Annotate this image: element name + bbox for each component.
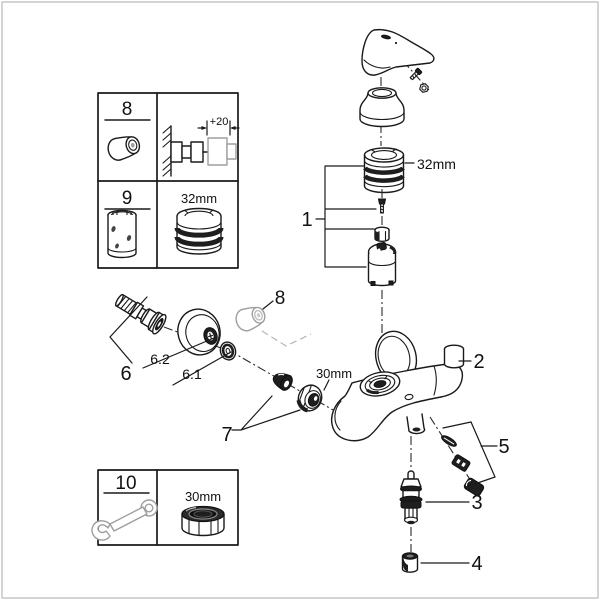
callout-6: 6 bbox=[109, 296, 148, 385]
wrench-icon bbox=[91, 499, 158, 541]
handle-slot bbox=[381, 34, 391, 40]
cartridge-seat bbox=[359, 371, 401, 397]
inset-parts-table-bottom: 10 30mm bbox=[91, 469, 239, 546]
inset-8-cap-part bbox=[107, 136, 141, 161]
handle-dome-cap bbox=[359, 87, 405, 128]
dim-30mm: 30mm bbox=[316, 366, 352, 381]
dim-plus20: +20 bbox=[210, 116, 229, 128]
cartridge-ring-nut: 32mm bbox=[363, 147, 456, 194]
callout-5-bracket bbox=[442, 421, 496, 488]
set-screw-nut bbox=[419, 83, 429, 93]
inset-9-label: 9 bbox=[122, 188, 133, 209]
inset-9-ring-part bbox=[174, 207, 224, 255]
escutcheon bbox=[177, 308, 221, 356]
callout-7-label: 7 bbox=[221, 424, 232, 446]
inset-dim-30mm: 30mm bbox=[185, 489, 221, 504]
callout-6-2-label: 6.2 bbox=[150, 351, 170, 367]
inset-parts-table-top: 8 +20 9 bbox=[97, 92, 240, 269]
callout-1: 1 bbox=[301, 165, 377, 268]
inset-extension-detail: +20 bbox=[162, 116, 240, 177]
s-union bbox=[114, 293, 167, 335]
callout-6-1-label: 6.1 bbox=[182, 366, 202, 382]
diverter-shank bbox=[406, 413, 426, 435]
optional-part-path bbox=[261, 330, 312, 347]
diverter-part3: 3 bbox=[399, 470, 483, 525]
callout-1-label: 1 bbox=[301, 209, 312, 231]
inset-9-extension-sleeve bbox=[107, 209, 137, 259]
handle-set-screw bbox=[409, 67, 429, 93]
optional-cap-part8: 8 bbox=[235, 288, 286, 332]
callout-5-label: 5 bbox=[498, 436, 509, 458]
inset-10-label: 10 bbox=[115, 473, 136, 494]
cartridge bbox=[367, 241, 397, 287]
callout-7: 7 bbox=[221, 395, 301, 446]
part5-clip bbox=[451, 454, 471, 472]
part5-pin bbox=[441, 435, 457, 447]
callout-8-label: 8 bbox=[275, 288, 286, 309]
cartridge-screw bbox=[377, 198, 387, 214]
faucet-body bbox=[330, 330, 464, 442]
callout-6-label: 6 bbox=[120, 363, 131, 385]
escutcheon-washer bbox=[219, 341, 237, 361]
extended-part-gray bbox=[207, 137, 228, 166]
body-port-hole bbox=[404, 393, 414, 401]
inset-10-nut-part bbox=[181, 505, 225, 537]
union-nut-30mm: 30mm bbox=[296, 366, 352, 413]
check-valve-part4: 4 bbox=[401, 552, 483, 575]
callout-2-label: 2 bbox=[473, 351, 484, 373]
part5-group: 5 bbox=[441, 421, 510, 497]
inset-8-label: 8 bbox=[122, 99, 133, 120]
inset-dim-32mm: 32mm bbox=[181, 191, 217, 206]
callout-6-2: 6.2 bbox=[142, 337, 215, 369]
lever-handle bbox=[361, 28, 435, 76]
cartridge-adapter-nut bbox=[374, 226, 390, 242]
check-valve-cone bbox=[272, 373, 293, 391]
callout-4-label: 4 bbox=[471, 553, 482, 575]
plug-part2: 2 bbox=[443, 344, 485, 373]
callout-3-label: 3 bbox=[471, 492, 482, 514]
dim-32mm: 32mm bbox=[417, 156, 456, 172]
callout-6-1: 6.1 bbox=[172, 351, 232, 386]
